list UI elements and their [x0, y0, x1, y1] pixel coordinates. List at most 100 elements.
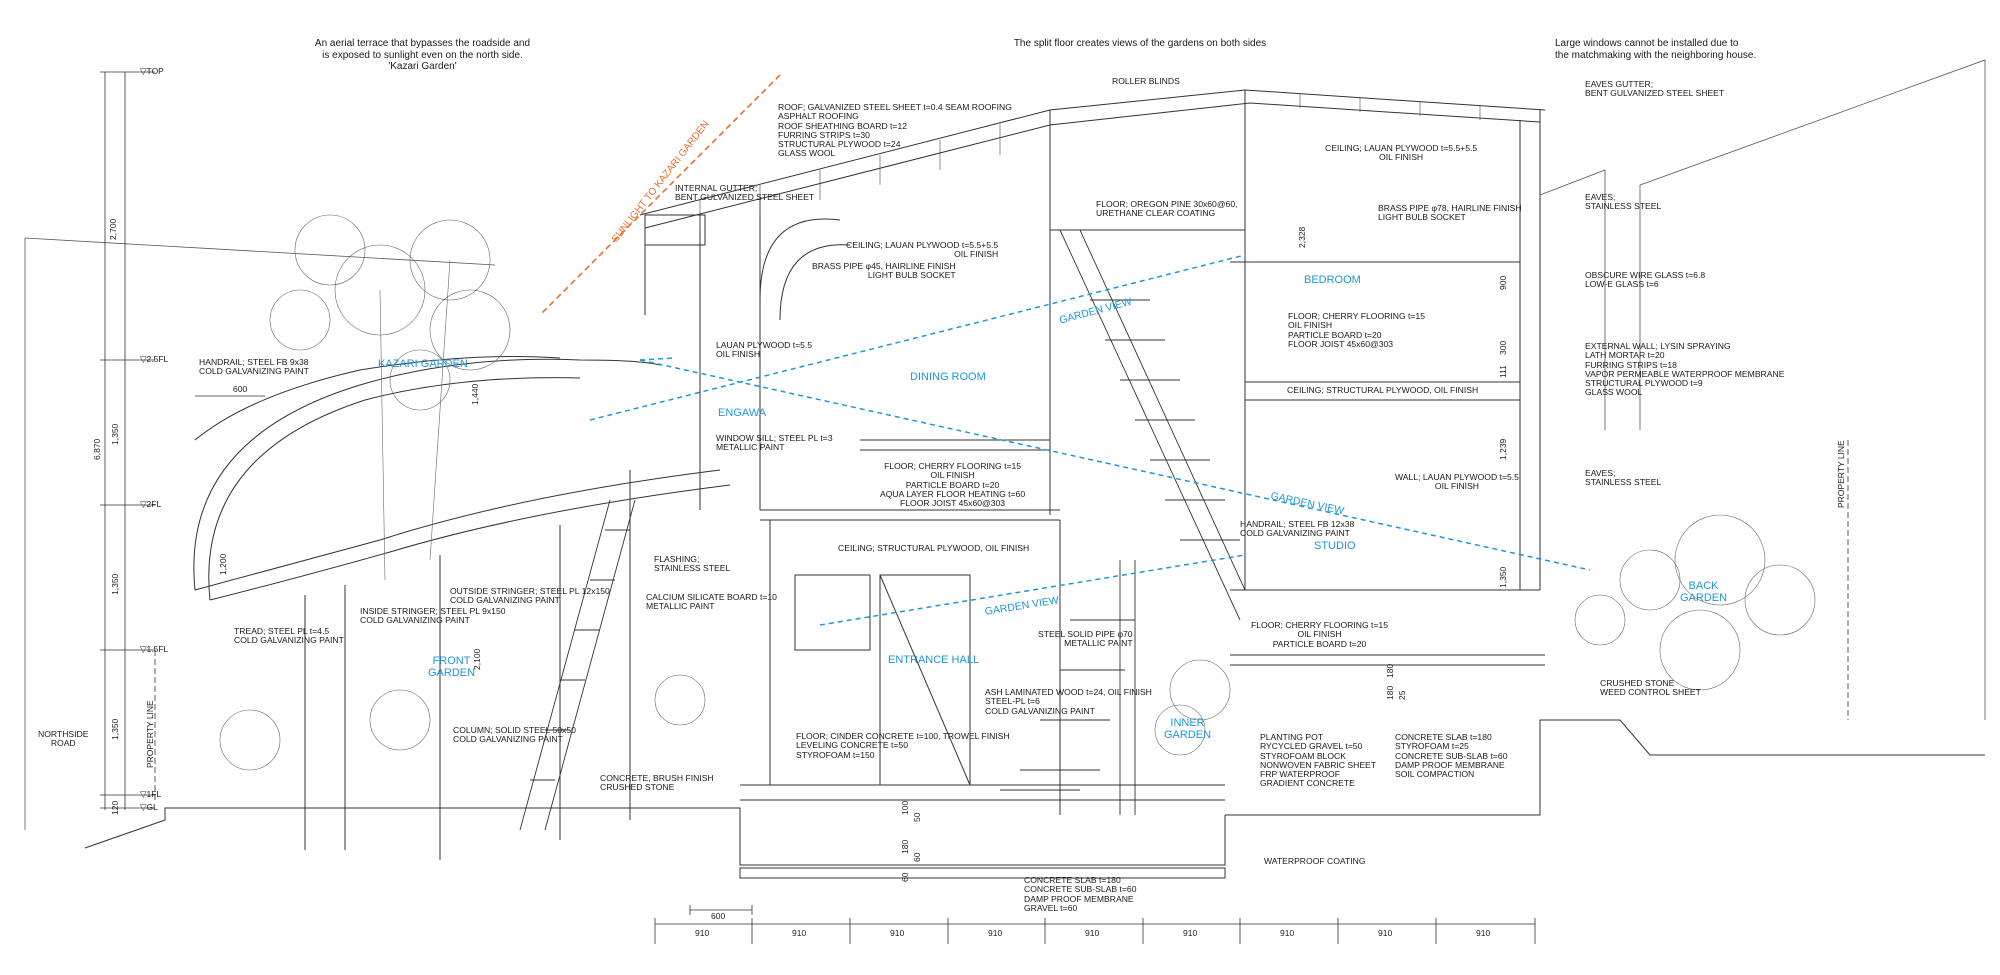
road-label: NORTHSIDE ROAD: [38, 729, 89, 749]
dim-1440: 1,440: [470, 383, 480, 405]
dim-100: 100: [900, 800, 910, 815]
dim-2328: 2,328: [1297, 226, 1307, 248]
dim-1350c: 1,350: [110, 718, 120, 740]
level-2-5fl: ▽2.5FL: [140, 354, 169, 364]
note-flashing: FLASHING; STAINLESS STEEL: [654, 554, 731, 574]
note-eaves-gutter: EAVES GUTTER; BENT GULVANIZED STEEL SHEE…: [1585, 79, 1725, 99]
note-floor-cinder: FLOOR; CINDER CONCRETE t=100, TROWEL FIN…: [796, 731, 1010, 760]
dim-50: 50: [912, 812, 922, 822]
note-internal-gutter: INTERNAL GUTTER; BENT GULVANIZED STEEL S…: [675, 183, 815, 203]
dim-1350a: 1,350: [110, 423, 120, 445]
note-steel-solid-pipe: STEEL SOLID PIPE φ70 METALLIC PAINT: [1038, 629, 1133, 649]
note-lauan-5-5: LAUAN PLYWOOD t=5.5 OIL FINISH: [716, 340, 813, 360]
note-eaves-stainless-2: EAVES; STAINLESS STEEL: [1585, 468, 1662, 488]
dim-1350d: 1,350: [1498, 566, 1508, 588]
sunlight-line: [539, 74, 781, 316]
dim-1239: 1,239: [1498, 438, 1508, 460]
note-ceiling-struct-low: CEILING; STRUCTURAL PLYWOOD, OIL FINISH: [838, 543, 1030, 553]
dim-60a: 60: [912, 852, 922, 862]
note-roller-blinds: ROLLER BLINDS: [1112, 76, 1180, 86]
room-engawa: ENGAWA: [718, 407, 767, 419]
note-concrete-brush: CONCRETE, BRUSH FINISH CRUSHED STONE: [600, 773, 714, 793]
house-frame: [639, 89, 1546, 815]
garden-view-lines: [589, 254, 1591, 626]
note-external-wall: EXTERNAL WALL; LYSIN SPRAYING LATH MORTA…: [1585, 341, 1785, 398]
grid-dim-7: 910: [1280, 928, 1295, 938]
roof-ribs: [699, 94, 1481, 230]
property-line-label-right: PROPERTY LINE: [1836, 440, 1846, 508]
room-dining: DINING ROOM: [910, 371, 986, 383]
dim-120: 120: [110, 800, 120, 815]
note-brass-78: BRASS PIPE φ78, HAIRLINE FINISH LIGHT BU…: [1378, 203, 1522, 223]
level-top: ▽TOP: [140, 66, 164, 76]
header-right: Large windows cannot be installed due to…: [1555, 38, 1757, 61]
level-gl: ▽GL: [140, 802, 158, 812]
dim-2700: 2,700: [108, 218, 118, 240]
grid-dim-3: 910: [890, 928, 905, 938]
dim-60c: 60: [900, 872, 910, 882]
grid-dim-4: 910: [988, 928, 1003, 938]
background-buildings: [24, 59, 1986, 830]
grid-dim-2: 910: [792, 928, 807, 938]
note-crushed-stone: CRUSHED STONE WEED CONTROL SHEET: [1600, 678, 1701, 698]
dim-300: 300: [1498, 340, 1508, 355]
note-handrail-fb9: HANDRAIL; STEEL FB 9x38 COLD GALVANIZING…: [199, 357, 309, 377]
level-1-5fl: ▽1.5FL: [140, 644, 169, 654]
ground-line: [84, 719, 1985, 879]
trees: [219, 214, 1816, 771]
dim-1200: 1,200: [218, 553, 228, 575]
note-eaves-stainless-1: EAVES; STAINLESS STEEL: [1585, 192, 1662, 212]
dim-111: 111: [1498, 365, 1508, 378]
note-obscure-glass: OBSCURE WIRE GLASS t=6.8 LOW-E GLASS t=6: [1585, 270, 1706, 290]
left-dimension-lines: [100, 71, 156, 810]
dim-180b: 180: [1385, 685, 1395, 700]
dim-600-top: 600: [233, 384, 248, 394]
dim-180a: 180: [1385, 663, 1395, 678]
note-column: COLUMN; SOLID STEEL 50x50 COLD GALVANIZI…: [453, 725, 576, 745]
exterior-stair: [519, 499, 636, 831]
dim-6870: 6,870: [92, 438, 102, 460]
room-studio: STUDIO: [1314, 540, 1356, 552]
dim-900: 900: [1498, 275, 1508, 290]
note-floor-cherry-mid: FLOOR; CHERRY FLOORING t=15 OIL FINISH P…: [880, 461, 1026, 509]
note-brass-45: BRASS PIPE φ45, HAIRLINE FINISH LIGHT BU…: [812, 261, 956, 281]
room-entrance-hall: ENTRANCE HALL: [888, 654, 980, 666]
dim-600-bottom: 600: [711, 911, 726, 921]
property-line-label-left: PROPERTY LINE: [145, 700, 155, 768]
note-floor-cherry-low: FLOOR; CHERRY FLOORING t=15 OIL FINISH P…: [1251, 620, 1388, 649]
note-waterproof-coating: WATERPROOF COATING: [1264, 856, 1366, 866]
note-wall-lauan: WALL; LAUAN PLYWOOD t=5.5 OIL FINISH: [1395, 472, 1519, 492]
note-ceiling-struct-top: CEILING; STRUCTURAL PLYWOOD, OIL FINISH: [1287, 385, 1479, 395]
grid-dim-6: 910: [1183, 928, 1198, 938]
note-ceiling-lauan-mid: CEILING; LAUAN PLYWOOD t=5.5+5.5 OIL FIN…: [846, 240, 999, 260]
dim-1350b: 1,350: [110, 573, 120, 595]
header-center: The split floor creates views of the gar…: [1013, 38, 1267, 49]
grid-dim-1: 910: [695, 928, 710, 938]
note-slab-bottom: CONCRETE SLAB t=180 CONCRETE SUB-SLAB t=…: [1024, 875, 1137, 913]
note-slab-right: CONCRETE SLAB t=180 STYROFOAM t=25 CONCR…: [1395, 732, 1508, 780]
dim-25: 25: [1397, 690, 1407, 700]
level-1fl: ▽1FL: [140, 789, 162, 799]
room-inner-garden: INNER GARDEN: [1164, 717, 1212, 741]
grid-dim-9: 910: [1476, 928, 1491, 938]
note-planting-pot: PLANTING POT RYCYCLED GRAVEL t=50 STYROF…: [1260, 732, 1377, 789]
grid-dim-5: 910: [1085, 928, 1100, 938]
dim-180c: 180: [900, 839, 910, 854]
header-left: An aerial terrace that bypasses the road…: [314, 38, 531, 72]
note-ceiling-lauan-top: CEILING; LAUAN PLYWOOD t=5.5+5.5 OIL FIN…: [1325, 143, 1478, 163]
note-inside-stringer: INSIDE STRINGER; STEEL PL 9x150 COLD GAL…: [360, 606, 506, 626]
note-ash-laminated: ASH LAMINATED WOOD t=24, OIL FINISH STEE…: [985, 687, 1152, 716]
note-handrail-fb12: HANDRAIL; STEEL FB 12x38 COLD GALVANIZIN…: [1240, 519, 1355, 539]
room-back-garden: BACK GARDEN: [1680, 580, 1728, 604]
level-2fl: ▽2FL: [140, 499, 162, 509]
curved-terrace: [193, 356, 731, 601]
note-roof: ROOF; GALVANIZED STEEL SHEET t=0.4 SEAM …: [778, 102, 1012, 159]
room-front-garden: FRONT GARDEN: [428, 655, 476, 679]
grid-dimension-line: [195, 395, 1536, 944]
room-kazari-garden: KAZARI GARDEN: [378, 358, 468, 370]
note-floor-oregon: FLOOR; OREGON PINE 30x60@60, URETHANE CL…: [1096, 199, 1238, 219]
note-outside-stringer: OUTSIDE STRINGER; STEEL PL 12x150 COLD G…: [450, 586, 610, 606]
note-floor-cherry-top: FLOOR; CHERRY FLOORING t=15 OIL FINISH P…: [1288, 311, 1425, 349]
